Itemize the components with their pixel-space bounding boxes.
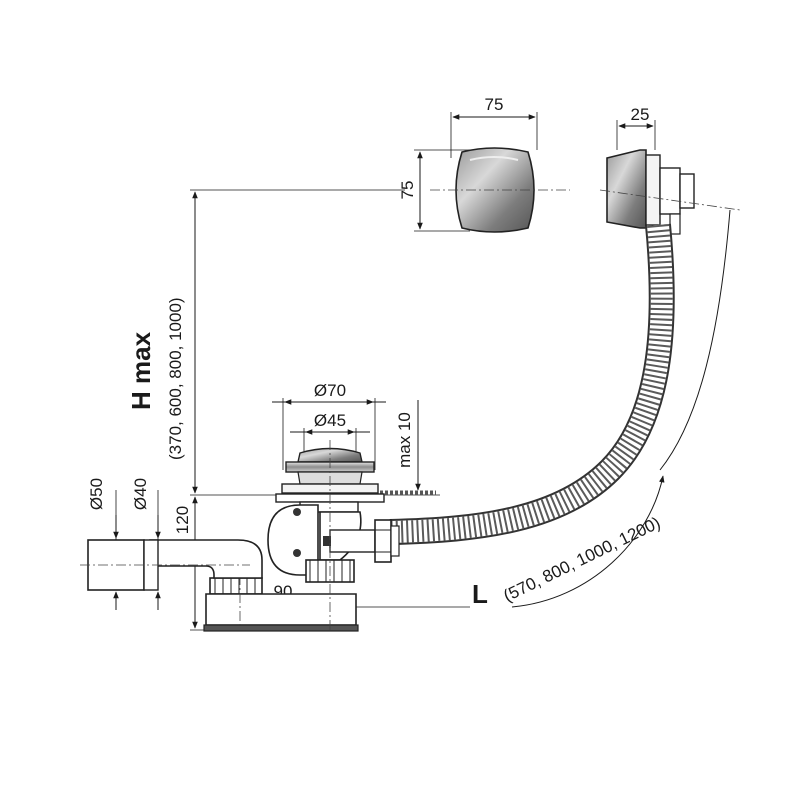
outlet-bend [149,539,263,579]
corrugated-hose [389,223,675,545]
outlet-inner-label: Ø40 [131,478,150,510]
waste-trap-assembly [149,440,400,632]
height-options: (370, 600, 800, 1000) [166,297,185,460]
cover-width-label: 75 [485,95,504,114]
inner-diameter-label: Ø45 [314,411,346,430]
trap-base [205,593,357,626]
trap-bowl [267,504,319,576]
outlet-outer-label: Ø50 [87,478,106,510]
length-arc-upper [659,209,731,471]
overflow-cap [606,149,647,229]
popup-plug [297,447,363,463]
max-offset-label: max 10 [395,412,414,468]
length-label: L [472,579,488,609]
waste-dimensions: Ø70 Ø45 max 10 [272,381,436,496]
trap-height-label: 120 [173,506,192,534]
height-dimension: H max (370, 600, 800, 1000) [126,189,405,494]
overflow-cover-front: 75 75 [398,95,570,233]
overflow-depth-label: 25 [631,105,650,124]
height-label: H max [126,331,156,410]
overflow-cover-face [455,147,535,233]
hose-nut [374,519,392,563]
outer-diameter-label: Ø70 [314,381,346,400]
hose-ribbing [389,223,673,543]
outlet-pipe: Ø50 Ø40 [80,478,250,610]
cover-height-label: 75 [398,181,417,200]
overflow-side: 25 [599,105,741,235]
